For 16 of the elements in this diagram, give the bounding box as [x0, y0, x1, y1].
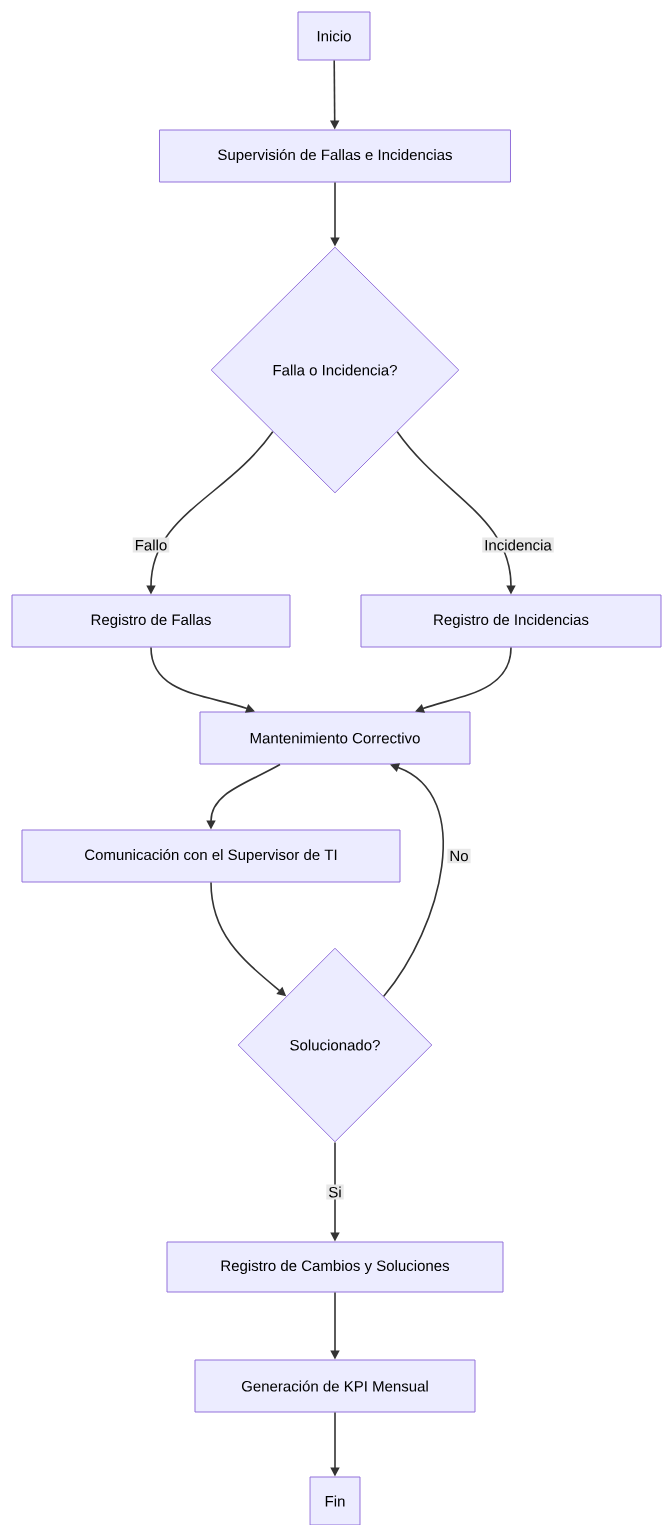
process-box: Fin: [309, 1476, 361, 1525]
arrow: [382, 763, 445, 998]
edge-label: Si: [326, 1184, 344, 1200]
arrow: [150, 646, 255, 713]
process-box: Mantenimiento Correctivo: [199, 711, 471, 765]
process-box: Comunicación con el Supervisor de TI: [21, 829, 401, 883]
process-box: Generación de KPI Mensual: [194, 1359, 476, 1413]
edge-label: Incidencia: [482, 537, 554, 553]
process-box: Registro de Cambios y Soluciones: [166, 1241, 504, 1293]
process-box: Inicio: [297, 11, 371, 61]
edge-label: Fallo: [132, 537, 170, 553]
arrow: [415, 646, 512, 713]
process-box: Registro de Incidencias: [360, 594, 662, 648]
process-box: Registro de Fallas: [11, 594, 291, 648]
edge-label: No: [447, 848, 471, 864]
process-box: Supervisión de Fallas e Incidencias: [159, 129, 511, 183]
